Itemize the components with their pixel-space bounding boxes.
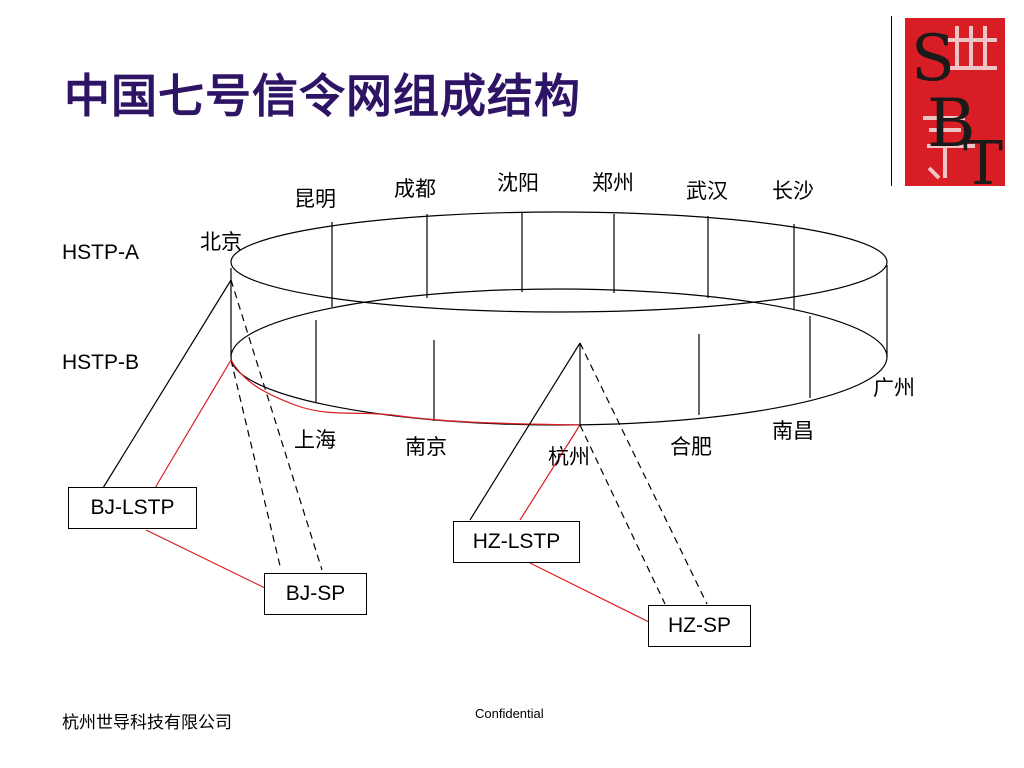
city-shanghai: 上海 (294, 428, 336, 452)
svg-text:B: B (927, 85, 976, 162)
svg-text:T: T (963, 129, 1003, 186)
city-zhengzhou: 郑州 (592, 171, 634, 195)
city-hangzhou: 杭州 (548, 445, 590, 469)
company-logo: S B T (905, 18, 1005, 186)
bj-lstp-link-b (154, 359, 232, 489)
svg-text:S: S (911, 22, 955, 96)
city-shenyang: 沈阳 (497, 171, 539, 195)
bj-lstp-node[interactable]: BJ-LSTP (68, 487, 197, 529)
hz-lstp-link-b (519, 424, 581, 521)
city-nanjing: 南京 (405, 435, 447, 459)
city-chengdu: 成都 (394, 177, 436, 201)
hz-lstp-node[interactable]: HZ-LSTP (453, 521, 580, 563)
hz-sp-link-b (579, 424, 666, 605)
city-wuhan: 武汉 (686, 179, 728, 203)
city-guangzhou: 广州 (873, 376, 915, 400)
hz-sp-link-a (579, 342, 708, 605)
city-nanchang: 南昌 (772, 419, 814, 443)
hz-sp-node[interactable]: HZ-SP (648, 605, 751, 647)
plane-links (230, 213, 888, 421)
bj-hz-path (230, 359, 581, 426)
hstp-a-ring (230, 211, 888, 313)
city-hefei: 合肥 (670, 435, 712, 459)
hstp-b-ring (230, 288, 888, 426)
bj-sp-link-b (230, 359, 282, 571)
logo-mark: S B T (911, 22, 1003, 186)
footer-confidential: Confidential (475, 706, 544, 721)
hstp-b-label: HSTP-B (62, 351, 140, 374)
bj-sp-node[interactable]: BJ-SP (264, 573, 367, 615)
bj-lstp-to-sp (145, 529, 266, 589)
hstp-a-label: HSTP-A (62, 241, 140, 264)
logo-divider (891, 16, 892, 186)
city-beijing: 北京 (200, 230, 242, 254)
page-title: 中国七号信令网组成结构 (64, 69, 581, 123)
bj-lstp-link-a (102, 279, 232, 489)
bj-sp-link-a (230, 279, 323, 571)
hz-lstp-to-sp (529, 562, 650, 623)
city-changsha: 长沙 (772, 179, 814, 203)
city-kunming: 昆明 (294, 187, 336, 211)
hz-lstp-link-a (469, 342, 581, 521)
footer-company: 杭州世导科技有限公司 (62, 713, 232, 733)
